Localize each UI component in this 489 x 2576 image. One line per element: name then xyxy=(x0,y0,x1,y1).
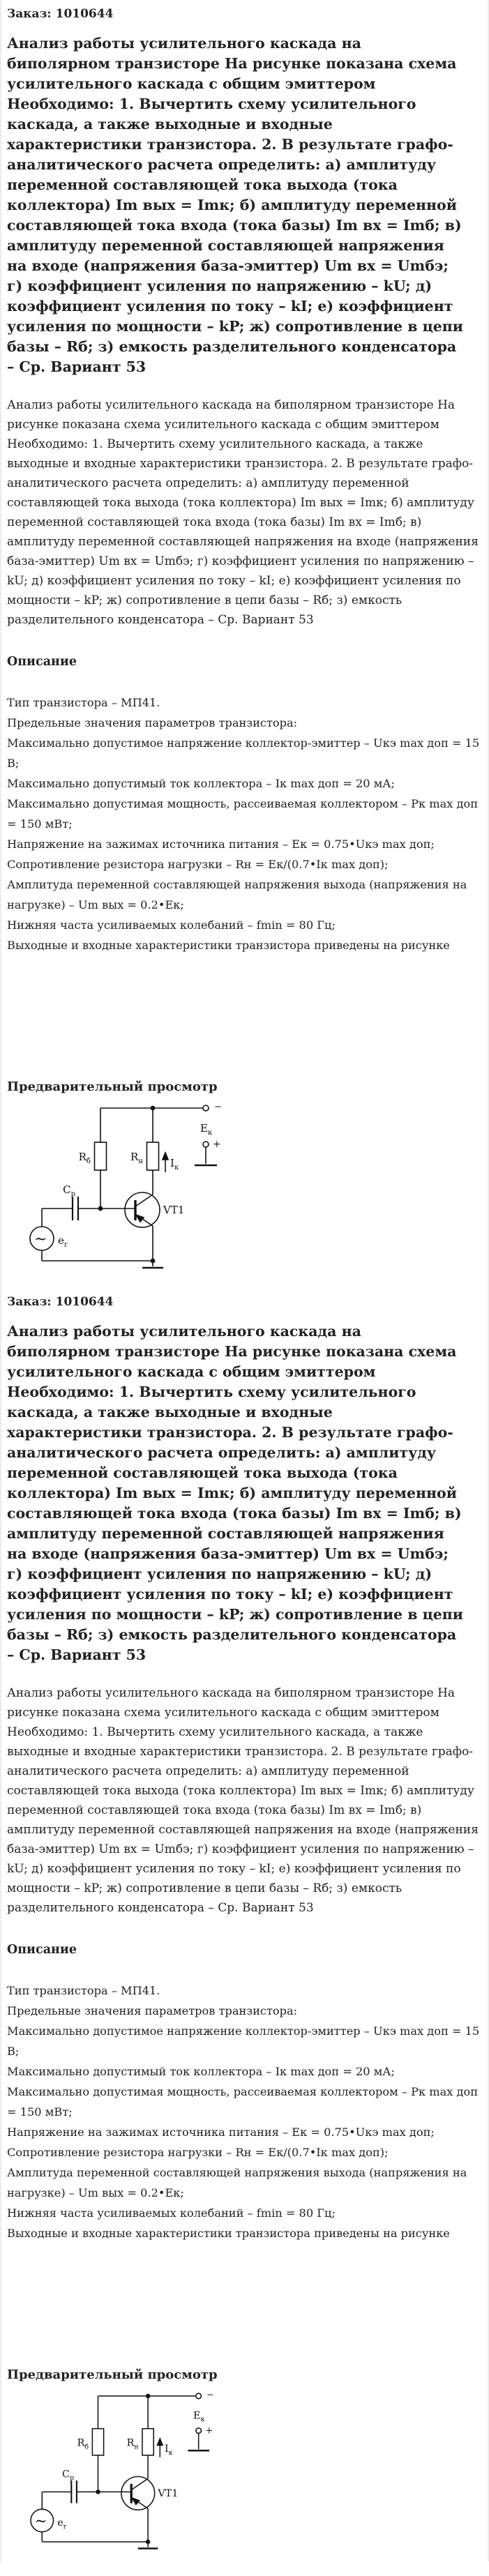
rn-label: Rн xyxy=(130,1151,143,1165)
ac-wave-glyph: ~ xyxy=(35,2513,47,2529)
rn-label: Rн xyxy=(127,2437,139,2450)
spec-line: Максимально допустимая мощность, рассеив… xyxy=(7,797,478,831)
eg-label: eг xyxy=(58,1234,68,1249)
spec-line: Предельные значения параметров транзисто… xyxy=(7,716,298,729)
spec-line: Выходные и входные характеристики транзи… xyxy=(7,2227,450,2240)
spec-line: Напряжение на зажимах источника питания … xyxy=(7,838,435,851)
transistor-vt1-symbol xyxy=(124,1192,160,1228)
spec-line: Тип транзистора – МП41. xyxy=(7,696,160,709)
spec-line: Сопротивление резистора нагрузки – Rн = … xyxy=(7,2146,389,2159)
spec-line: Максимально допустимый ток коллектора – … xyxy=(7,777,395,790)
spec-line: Нижняя часта усиливаемых колебаний – fmi… xyxy=(7,918,336,932)
amplifier-schematic-svg: − Eк + Rб Rн Iк VT1 Cр ~ eг xyxy=(29,1102,222,1269)
spec-line: Нижняя часта усиливаемых колебаний – fmi… xyxy=(7,2206,336,2220)
vt1-label: VT1 xyxy=(163,1204,184,1216)
minus-label: − xyxy=(214,1104,222,1112)
spec-line: Сопротивление резистора нагрузки – Rн = … xyxy=(7,858,389,871)
ek-label: Eк xyxy=(193,2410,204,2423)
spec-line: Амплитуда переменной составляющей напряж… xyxy=(7,2166,467,2199)
cp-label: Cр xyxy=(62,2469,74,2482)
circuit-diagram: − Eк + Rб Rн Iк VT1 Cр ~ eг xyxy=(17,2389,482,2561)
emitter-arrow-icon xyxy=(135,1213,145,1223)
spec-line: Амплитуда переменной составляющей напряж… xyxy=(7,878,467,911)
rb-label: Rб xyxy=(77,2437,89,2450)
supply-terminal-minus-icon xyxy=(202,1105,209,1112)
plus-label: + xyxy=(213,1139,221,1150)
cp-label: Cр xyxy=(63,1183,75,1198)
figure-placeholder-gap xyxy=(7,955,482,1079)
description-heading: Описание xyxy=(7,655,77,669)
spec-line: Тип транзистора – МП41. xyxy=(7,1984,160,1997)
ac-wave-glyph: ~ xyxy=(34,1231,47,1248)
spec-line: Предельные значения параметров транзисто… xyxy=(7,2004,298,2017)
order-id: Заказ: 1010644 xyxy=(7,7,114,21)
preview-heading: Предварительный просмотр xyxy=(7,1079,218,1094)
rb-label: Rб xyxy=(79,1151,91,1165)
junction-dot xyxy=(150,1258,156,1264)
amplifier-schematic-svg: − Eк + Rб Rн Iк VT1 Cр ~ eг xyxy=(30,2389,214,2550)
minus-label: − xyxy=(206,2392,213,2400)
description-heading: Описание xyxy=(7,1943,77,1957)
spec-line: Максимально допустимая мощность, рассеив… xyxy=(7,2085,478,2119)
junction-dot xyxy=(98,1206,103,1211)
supply-terminal-minus-icon xyxy=(195,2393,202,2400)
task-title: Анализ работы усилительного каскада на б… xyxy=(7,35,463,375)
ik-label: Iк xyxy=(170,1157,179,1172)
supply-terminal-plus-icon xyxy=(202,1141,209,1148)
emitter-arrow-icon xyxy=(130,2497,140,2506)
spec-line: Максимально допустимый ток коллектора – … xyxy=(7,2065,395,2078)
preview-heading: Предварительный просмотр xyxy=(7,2367,218,2382)
transistor-vt1-symbol xyxy=(121,2476,156,2510)
resistor-rb-symbol xyxy=(93,1142,107,1171)
plus-label: + xyxy=(205,2425,213,2436)
spec-list: Тип транзистора – МП41. Предельные значе… xyxy=(7,1980,482,2243)
supply-terminal-plus-icon xyxy=(195,2427,202,2434)
spec-list: Тип транзистора – МП41. Предельные значе… xyxy=(7,692,482,955)
junction-dot xyxy=(150,1105,156,1111)
figure-placeholder-gap xyxy=(7,2243,482,2367)
resistor-rb-symbol xyxy=(91,2427,105,2456)
junction-dot xyxy=(145,2539,151,2545)
task-description-text: Анализ работы усилительного каскада на б… xyxy=(7,1686,479,1915)
spec-line: Максимально допустимое напряжение коллек… xyxy=(7,736,480,770)
task-description-text: Анализ работы усилительного каскада на б… xyxy=(7,398,479,627)
eg-label: eг xyxy=(57,2517,66,2531)
junction-dot xyxy=(145,2393,151,2399)
spec-line: Выходные и входные характеристики транзи… xyxy=(7,939,450,952)
circuit-diagram: − Eк + Rб Rн Iк VT1 Cр ~ eг xyxy=(15,1102,482,1281)
ik-label: Iк xyxy=(165,2444,173,2457)
vt1-label: VT1 xyxy=(157,2488,178,2499)
order-block: Заказ: 1010644 Анализ работы усилительно… xyxy=(7,7,482,1281)
order-id: Заказ: 1010644 xyxy=(7,1295,114,1309)
ek-label: Eк xyxy=(200,1122,213,1137)
spec-line: Максимально допустимое напряжение коллек… xyxy=(7,2024,480,2058)
order-block: Заказ: 1010644 Анализ работы усилительно… xyxy=(7,1295,482,2561)
spec-line: Напряжение на зажимах источника питания … xyxy=(7,2126,435,2139)
junction-dot xyxy=(96,2490,100,2494)
resistor-rn-symbol xyxy=(142,2427,154,2456)
task-title: Анализ работы усилительного каскада на б… xyxy=(7,1323,463,1663)
resistor-rn-symbol xyxy=(146,1142,160,1171)
